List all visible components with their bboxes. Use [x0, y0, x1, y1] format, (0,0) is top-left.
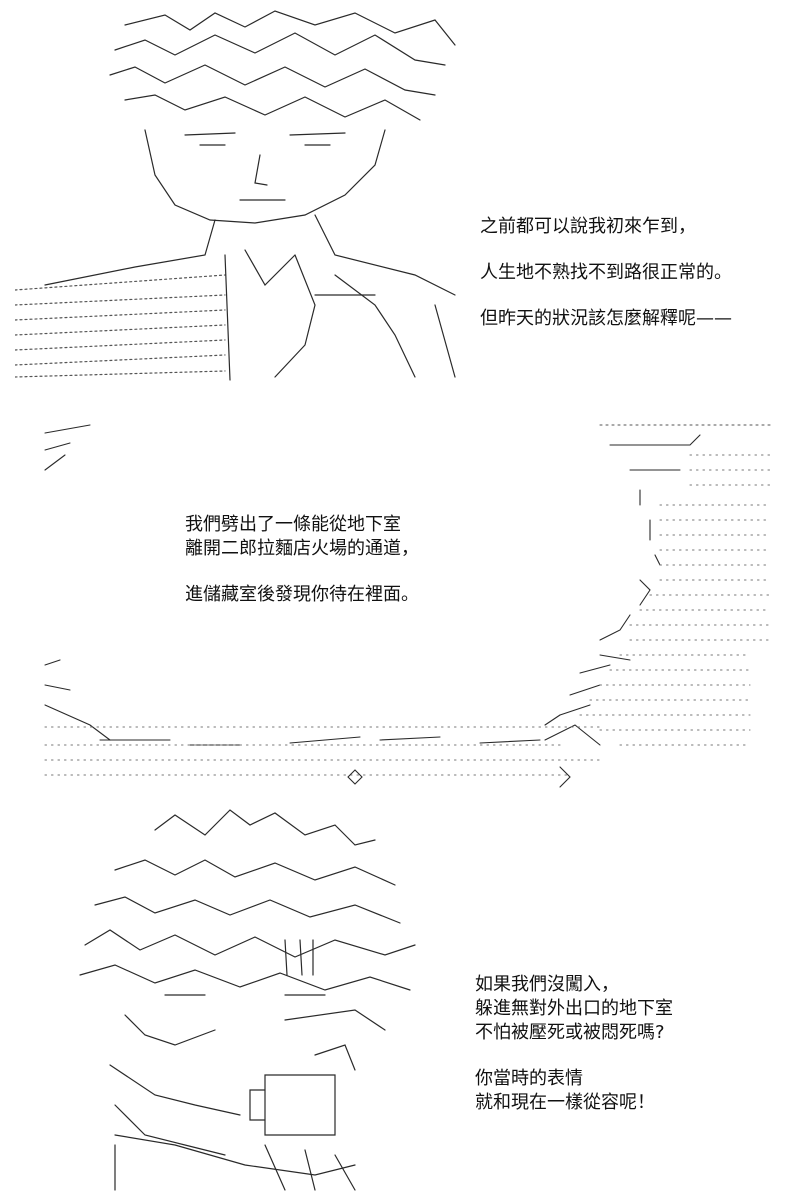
dialogue-line: 之前都可以說我初來乍到， — [480, 216, 696, 237]
line-gap — [475, 1045, 673, 1067]
ascii-art-character-2 — [79, 809, 416, 1191]
panel-1-dialogue: 之前都可以說我初來乍到， 人生地不熟找不到路很正常的。 但昨天的狀況該怎麼解釋呢… — [480, 215, 732, 331]
line-gap — [480, 239, 732, 261]
panel-2-dialogue: 我們劈出了一條能從地下室 離開二郎拉麵店火場的通道， 進儲藏室後發現你待在裡面。 — [185, 513, 419, 607]
line-gap — [480, 285, 732, 307]
ascii-art-background — [44, 424, 771, 788]
dialogue-line: 你當時的表情 — [475, 1068, 583, 1089]
panel-2: 我們劈出了一條能從地下室 離開二郎拉麵店火場的通道， 進儲藏室後發現你待在裡面。 — [0, 415, 800, 795]
ascii-art-character-1 — [15, 10, 456, 381]
dialogue-line: 躲進無對外出口的地下室 — [475, 998, 673, 1019]
dialogue-line: 離開二郎拉麵店火場的通道， — [185, 538, 419, 559]
panel-3-dialogue: 如果我們沒闖入， 躲進無對外出口的地下室 不怕被壓死或被悶死嗎? 你當時的表情 … — [475, 973, 673, 1115]
dialogue-line: 我們劈出了一條能從地下室 — [185, 514, 401, 535]
line-gap — [185, 561, 419, 583]
dialogue-line: 就和現在一樣從容呢！ — [475, 1092, 655, 1113]
dialogue-line: 但昨天的狀況該怎麼解釋呢—— — [480, 308, 732, 329]
dialogue-line: 進儲藏室後發現你待在裡面。 — [185, 584, 419, 605]
dialogue-line: 不怕被壓死或被悶死嗎? — [475, 1022, 665, 1043]
panel-3: 如果我們沒闖入， 躲進無對外出口的地下室 不怕被壓死或被悶死嗎? 你當時的表情 … — [0, 805, 800, 1200]
dialogue-line: 如果我們沒闖入， — [475, 974, 619, 995]
panel-1: 之前都可以說我初來乍到， 人生地不熟找不到路很正常的。 但昨天的狀況該怎麼解釋呢… — [0, 0, 800, 390]
dialogue-line: 人生地不熟找不到路很正常的。 — [480, 262, 732, 283]
